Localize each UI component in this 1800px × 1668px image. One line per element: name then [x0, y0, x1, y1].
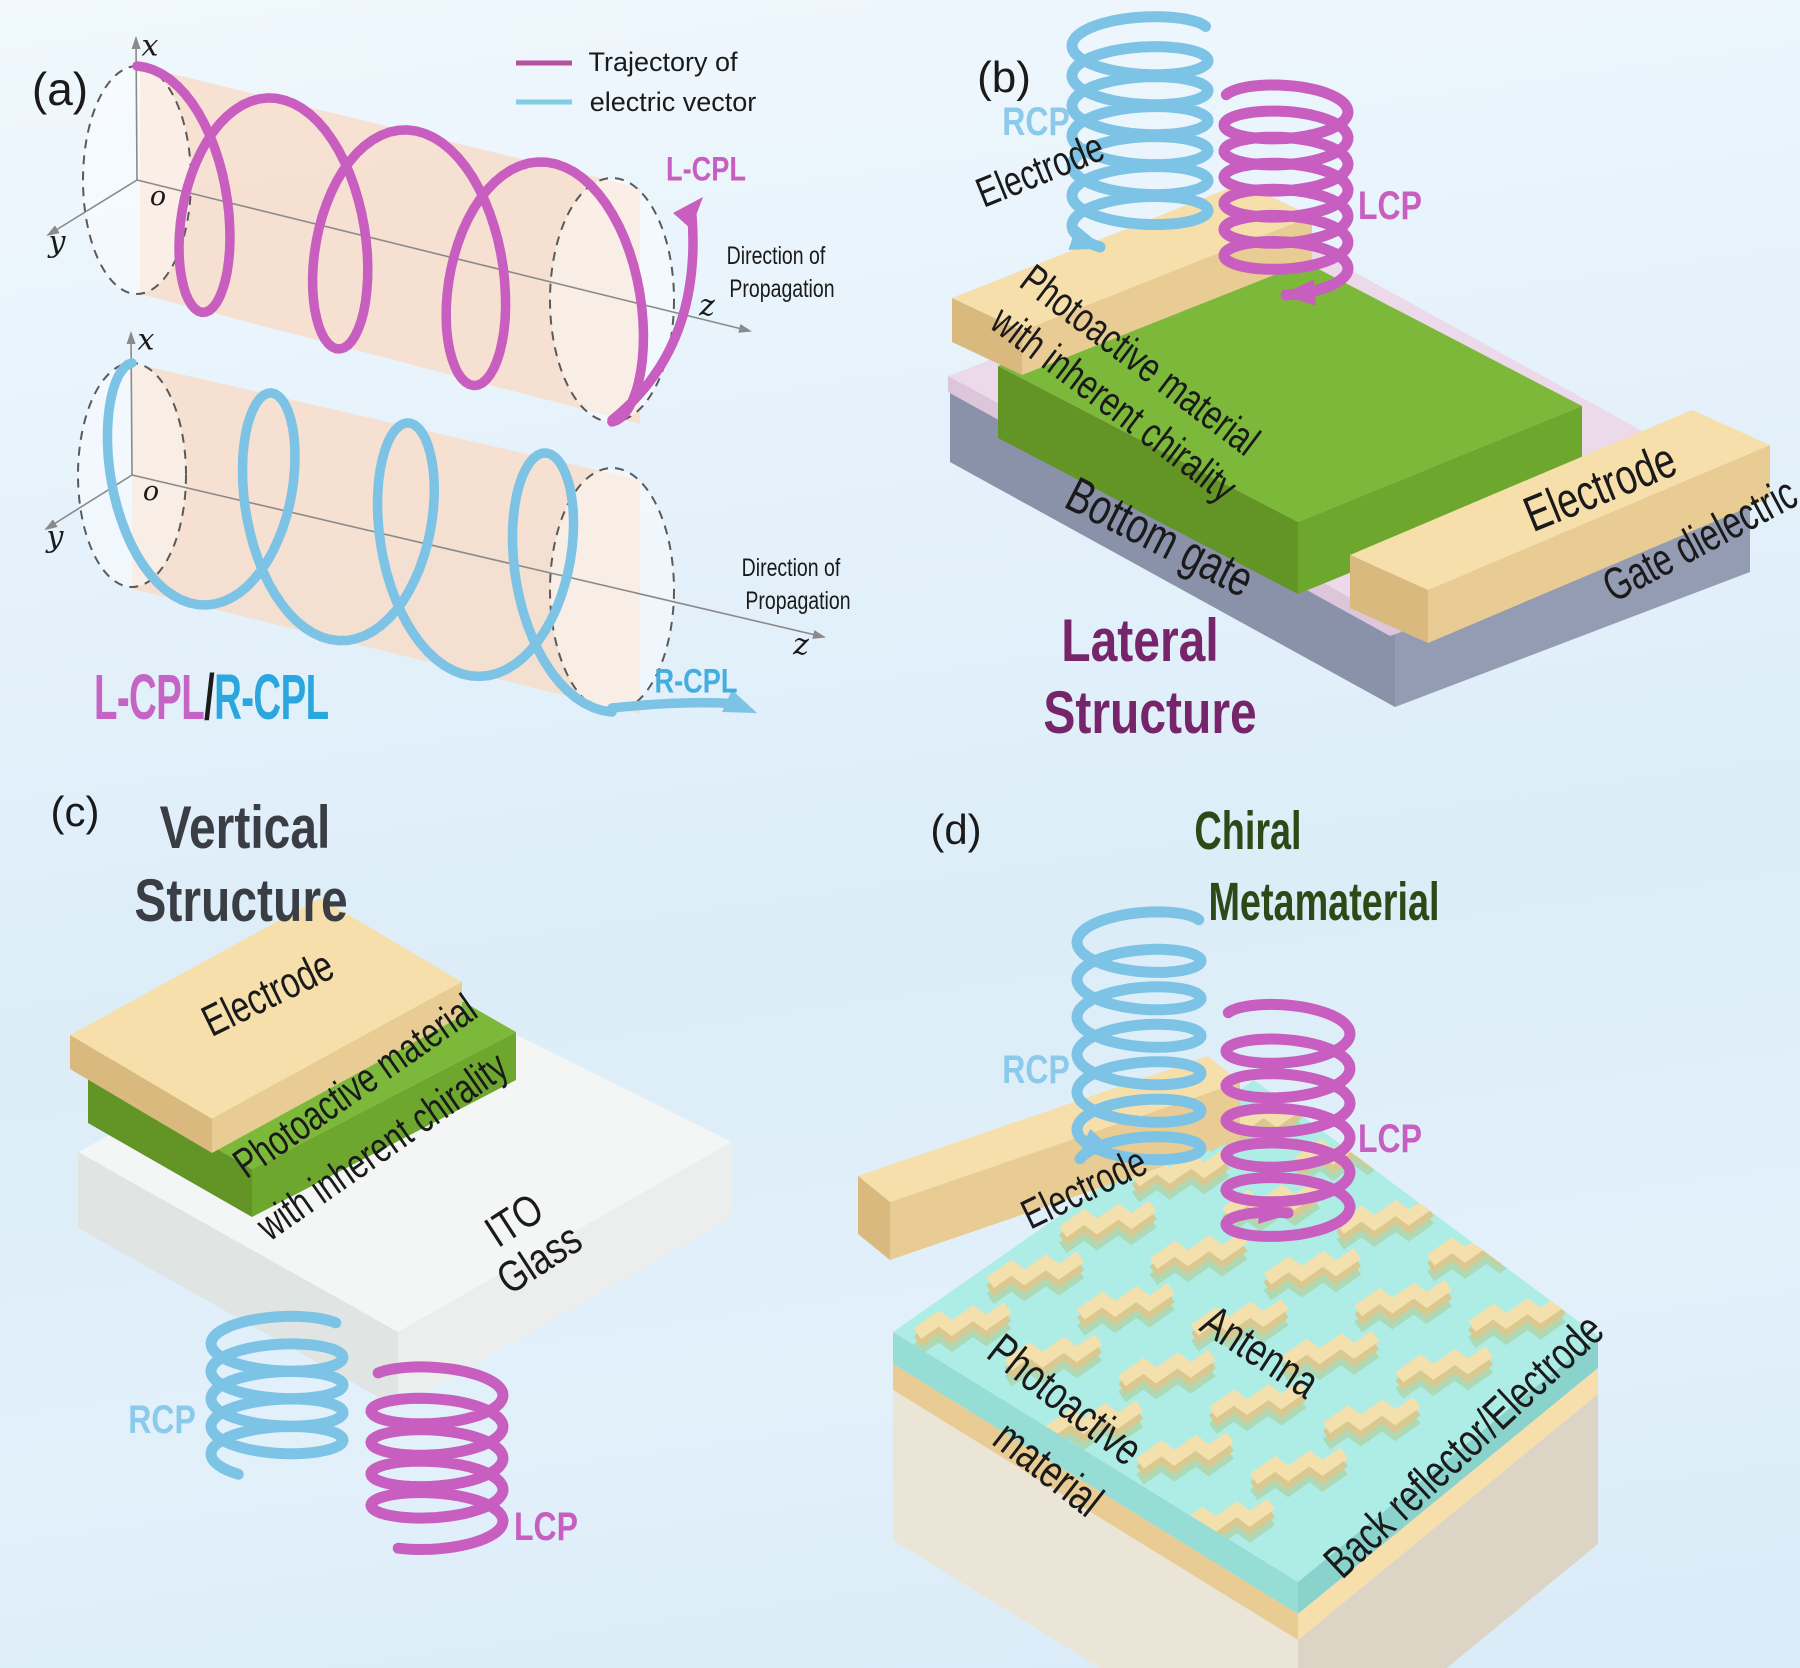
axis-y-label-top: y — [48, 224, 66, 260]
axis-x-label-top: x — [141, 28, 159, 64]
rcp-label-c: RCP — [128, 1398, 196, 1443]
electrode-left-end-face — [952, 298, 1022, 375]
big-rcpl-text: R-CPL — [214, 661, 329, 733]
title-vertical-line1: Vertical — [159, 793, 331, 861]
electrode-c-left-face — [70, 1035, 212, 1153]
panel-d-device — [858, 1056, 1598, 1668]
legend-electric-label: electric vector — [589, 86, 757, 117]
lcpl-arrow-arc — [607, 211, 698, 425]
cpl-coils — [205, 11, 1356, 1556]
x-axis-bottom — [126, 331, 136, 476]
bottom-gate-right-face — [1395, 500, 1750, 707]
lcp-coil-d — [1220, 998, 1356, 1242]
ito-glass-right-face — [398, 1142, 732, 1408]
lcpl-wave-ribbon — [140, 66, 640, 424]
axis-x-label-bottom: x — [137, 322, 155, 358]
big-lcpl-text: L-CPL — [94, 661, 205, 733]
lcp-coil-c — [365, 1361, 509, 1556]
rcpl-wave-ribbon — [132, 363, 640, 714]
rcpl-arrowhead-icon — [722, 690, 757, 713]
electrode-left-top-face — [952, 183, 1312, 331]
origin-label-bottom: o — [142, 475, 160, 507]
panel-b-tag: (b) — [977, 53, 1031, 103]
z-axis-top — [136, 179, 752, 333]
y-axis-top — [46, 179, 138, 237]
panel-b-device — [948, 183, 1770, 707]
lcp-label-b: LCP — [1358, 184, 1422, 229]
photoactive-c-right-face — [252, 1032, 516, 1217]
substrate-left-face — [893, 1390, 1298, 1668]
rcp-label-d: RCP — [1002, 1048, 1070, 1093]
axis-y-label-bottom: y — [46, 519, 64, 555]
rcp-coil-c — [205, 1310, 349, 1480]
direction-bottom-line2: Propagation — [745, 587, 851, 615]
big-slash-text: / — [204, 661, 215, 733]
x-axis-top — [131, 36, 141, 181]
title-chiral-line1: Chiral — [1194, 800, 1302, 861]
lcpl-arrowhead-icon — [673, 197, 703, 229]
big-cpl-label: L-CPL/R-CPL — [94, 660, 329, 734]
lcp-coil-b — [1218, 79, 1354, 306]
axis-z-label-top: z — [699, 288, 715, 324]
electrode-d-top-face — [858, 1056, 1240, 1202]
back-reflector-right-face — [1298, 1368, 1598, 1640]
photoactive-left-face — [998, 366, 1298, 594]
electrode-c-right-face — [212, 982, 462, 1153]
title-lateral-line2: Structure — [1043, 678, 1257, 746]
metamaterial-left-face — [893, 1332, 1298, 1614]
lcpl-arrow-label: L-CPL — [665, 150, 747, 189]
y-axis-bottom — [44, 474, 133, 531]
rcpl-arrow-label: R-CPL — [654, 662, 738, 701]
title-vertical-line2: Structure — [134, 866, 348, 934]
electrode-right-end-face — [1350, 555, 1428, 643]
panel-c-device — [70, 898, 732, 1408]
title-lateral-line1: Lateral — [1061, 606, 1219, 674]
legend-trajectory-label: Trajectory of — [588, 46, 738, 77]
direction-top-line1: Direction of — [726, 242, 826, 270]
electrode-right-front-face — [1428, 445, 1770, 643]
back-reflector-left-face — [893, 1364, 1298, 1640]
rcp-coil-b — [1066, 11, 1214, 253]
rcp-label-b: RCP — [1002, 100, 1070, 145]
origin-label-top: o — [149, 180, 167, 212]
electrode-d-end-face — [858, 1176, 890, 1260]
panel-a-art — [44, 36, 826, 717]
direction-bottom-line1: Direction of — [741, 554, 841, 582]
electrode-left-front-face — [1022, 216, 1312, 375]
electrode-right-top-face — [1350, 410, 1770, 590]
lcp-label-d: LCP — [1358, 1117, 1422, 1162]
rcpl-arrow-arc — [607, 697, 743, 713]
direction-top-line2: Propagation — [729, 275, 835, 303]
axis-z-label-bottom: z — [793, 627, 809, 663]
metamaterial-right-face — [1298, 1336, 1598, 1614]
panel-d-tag: (d) — [930, 806, 982, 854]
photoactive-c-left-face — [88, 1075, 252, 1217]
lcpl-helix — [132, 61, 649, 427]
rcp-coil-d — [1071, 906, 1207, 1166]
electrode-c-top-face — [70, 898, 462, 1119]
substrate-right-face — [1298, 1394, 1598, 1668]
panel-c-tag: (c) — [50, 788, 100, 836]
panel-a-tag: (a) — [31, 63, 89, 116]
rcpl-helix — [102, 358, 617, 717]
title-chiral-line2: Metamaterial — [1208, 871, 1440, 932]
lcp-label-c: LCP — [514, 1505, 578, 1550]
